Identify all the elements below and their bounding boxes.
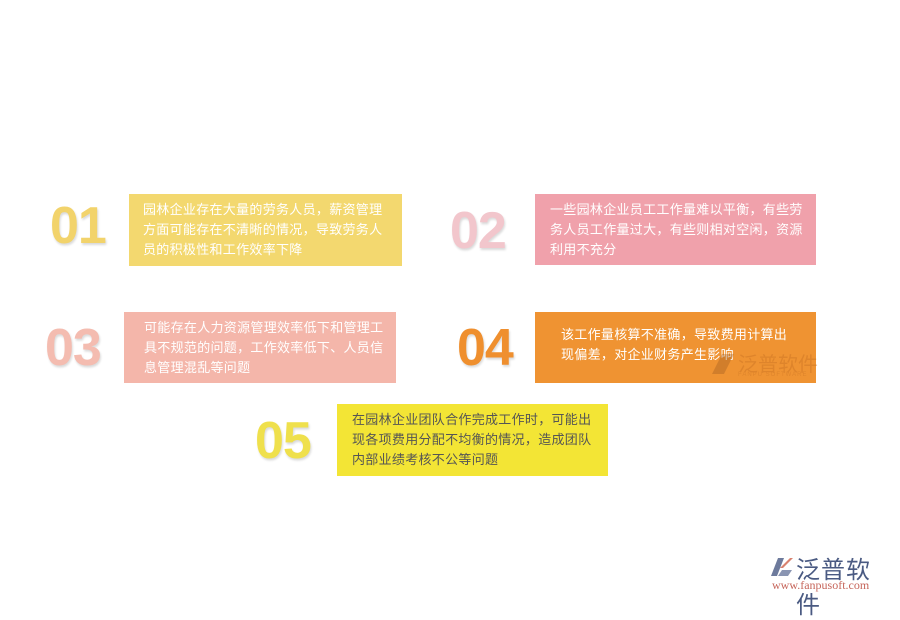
watermark-text: 泛普软件 [738, 352, 818, 376]
item-box: 该工作量核算不准确，导致费用计算出现偏差，对企业财务产生影响 [535, 312, 816, 383]
item-number: 04 [457, 319, 514, 377]
item-number: 01 [50, 197, 107, 255]
watermark-sub: FANPU SOFTWARE [738, 372, 808, 378]
item-number: 03 [45, 319, 102, 377]
item-number: 02 [450, 202, 507, 260]
fanpu-logo-icon [712, 354, 734, 374]
fanpu-logo: 泛普软件 www.fanpusoft.com [768, 552, 893, 619]
item-number: 05 [255, 412, 312, 470]
item-box: 在园林企业团队合作完成工作时，可能出现各项费用分配不均衡的情况，造成团队内部业绩… [337, 404, 608, 476]
item-box: 一些园林企业员工工作量难以平衡，有些劳务人员工作量过大，有些则相对空闲，资源利用… [535, 194, 816, 265]
watermark: 泛普软件 FANPU SOFTWARE [710, 350, 820, 382]
fanpu-logo-icon [771, 558, 793, 576]
logo-url: www.fanpusoft.com [772, 578, 870, 592]
item-box: 园林企业存在大量的劳务人员，薪资管理方面可能存在不清晰的情况，导致劳务人员的积极… [129, 194, 402, 266]
item-box: 可能存在人力资源管理效率低下和管理工具不规范的问题，工作效率低下、人员信息管理混… [124, 312, 396, 383]
